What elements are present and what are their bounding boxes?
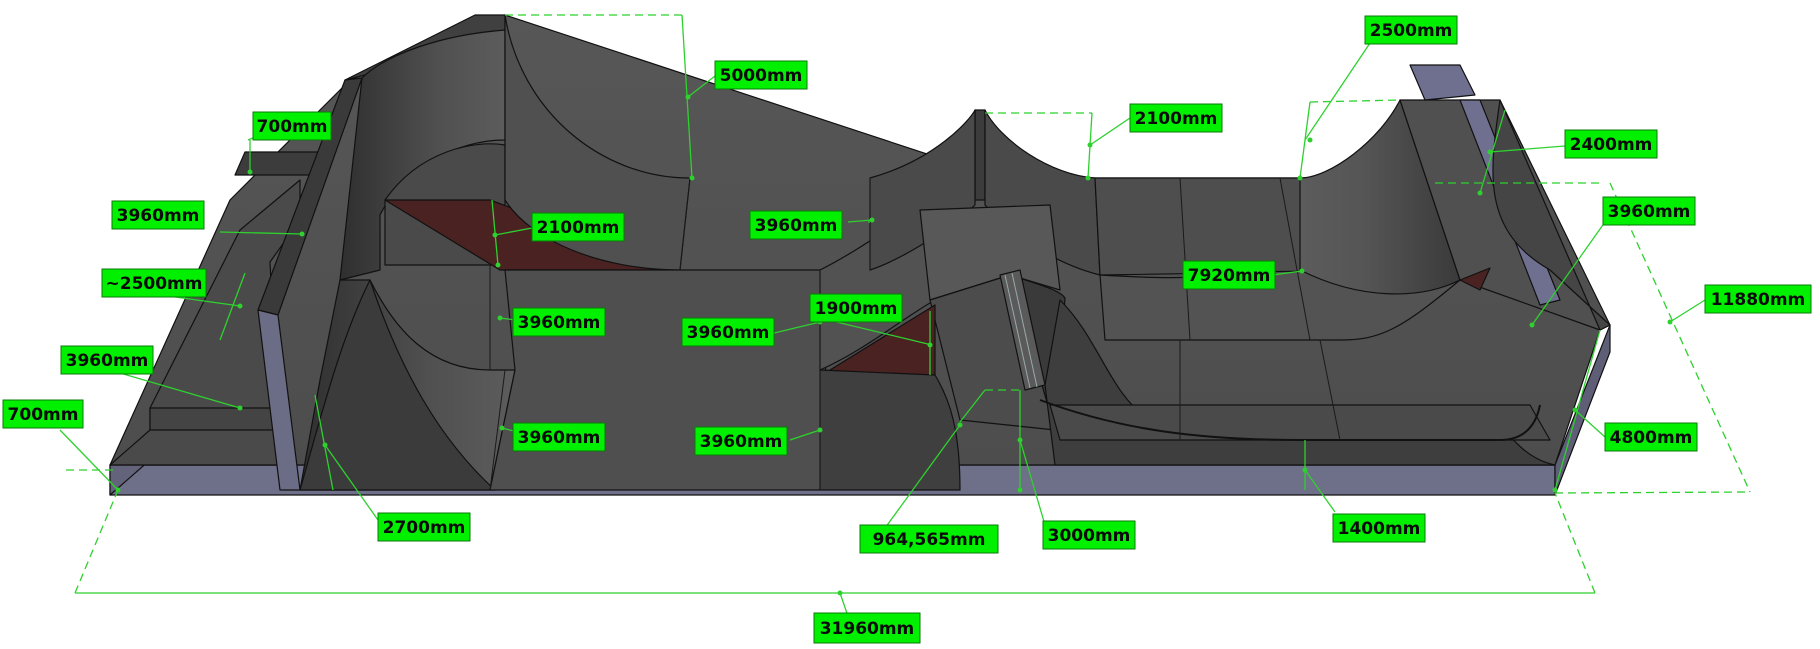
dim-label-11880: 11880mm [1704, 284, 1812, 314]
dim-label-700-top: 700mm [252, 111, 332, 141]
dim-label-3000: 3000mm [1042, 520, 1136, 550]
dim-text-31960: 31960mm [820, 619, 915, 639]
dim-text-3960-right: 3960mm [1608, 202, 1691, 222]
dim-text-700-left: 700mm [8, 405, 79, 425]
dim-label-3960-f: 3960mm [60, 345, 154, 375]
dim-text-2700: 2700mm [383, 518, 466, 538]
dim-text-2400: 2400mm [1570, 135, 1653, 155]
right-low-deck [1049, 404, 1551, 441]
dim-text-5000: 5000mm [720, 66, 803, 86]
dim-text-3960-c: 3960mm [518, 313, 601, 333]
dim-label-3960-right: 3960mm [1602, 196, 1696, 226]
dim-text-3960-f: 3960mm [66, 351, 149, 371]
dim-text-3960-b: 3960mm [755, 216, 838, 236]
dim-label-2100-left: 2100mm [531, 212, 625, 242]
dim-text-3960-d: 3960mm [687, 323, 770, 343]
dim-label-3960-a: 3960mm [111, 200, 205, 230]
center-floor-panel [489, 269, 831, 491]
center-lower-quarter-pipe [819, 369, 961, 491]
dim-label-2500-approx: ~2500mm [101, 268, 207, 298]
dim-text-3960-a: 3960mm [117, 206, 200, 226]
center-box-front [919, 204, 1061, 301]
dim-label-700-left: 700mm [2, 399, 84, 429]
dim-text-2500-top: 2500mm [1370, 21, 1453, 41]
dim-text-3960-g: 3960mm [518, 428, 601, 448]
dim-text-11880: 11880mm [1711, 290, 1806, 310]
center-spine-top [974, 109, 986, 201]
dim-label-2100-right: 2100mm [1129, 103, 1223, 133]
left-ledge [149, 407, 281, 431]
right-coping-red [1459, 267, 1491, 291]
dim-text-964565: 964,565mm [873, 530, 986, 550]
dim-text-1400: 1400mm [1338, 519, 1421, 539]
dim-label-1400: 1400mm [1332, 513, 1426, 543]
dim-label-4800: 4800mm [1604, 422, 1698, 452]
dim-label-1900: 1900mm [809, 293, 903, 323]
dim-label-5000: 5000mm [714, 60, 808, 90]
dim-label-3960-b: 3960mm [749, 210, 843, 240]
dim-text-4800: 4800mm [1610, 428, 1693, 448]
dim-text-2500-approx: ~2500mm [106, 274, 203, 294]
dim-label-31960: 31960mm [813, 612, 921, 644]
dim-text-2100-right: 2100mm [1135, 109, 1218, 129]
base-right-face [1554, 324, 1611, 496]
dim-label-2500-top: 2500mm [1364, 15, 1458, 45]
dim-text-2100-left: 2100mm [537, 218, 620, 238]
right-corner-curve [1492, 99, 1611, 331]
dim-label-3960-h: 3960mm [694, 426, 788, 456]
dimension-labels: 5000mm 2500mm 700mm 2100mm 2400mm 3960mm… [2, 15, 1812, 644]
dim-label-3960-c: 3960mm [512, 307, 606, 337]
skatepark-model [109, 14, 1611, 496]
dim-label-964565: 964,565mm [859, 524, 999, 554]
dim-text-3000: 3000mm [1048, 526, 1131, 546]
dim-text-3960-h: 3960mm [700, 432, 783, 452]
dim-text-1900: 1900mm [815, 299, 898, 319]
dim-label-2700: 2700mm [377, 512, 471, 542]
right-front-lip [1039, 399, 1541, 441]
dimension-anchor-points [115, 94, 1673, 596]
dim-text-7920: 7920mm [1188, 266, 1271, 286]
dim-label-7920: 7920mm [1182, 260, 1276, 290]
dim-text-700-top: 700mm [257, 117, 328, 137]
dim-label-3960-g: 3960mm [512, 422, 606, 452]
center-quarter-left-curve [869, 109, 976, 271]
right-top-box [1409, 64, 1476, 101]
dim-label-3960-d: 3960mm [681, 317, 775, 347]
dim-label-2400: 2400mm [1564, 129, 1658, 159]
